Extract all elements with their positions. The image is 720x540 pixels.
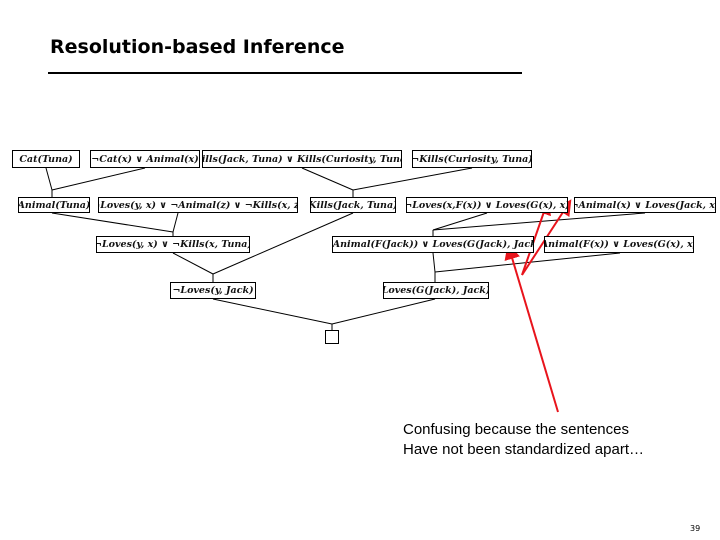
slide-title: Resolution-based Inference bbox=[50, 36, 345, 58]
edge bbox=[51, 167, 146, 191]
clause-not-animal-fjack-or-loves-gjack: ¬Animal(F(Jack)) ∨ Loves(G(Jack), Jack) bbox=[332, 236, 534, 253]
annotation-line-2: Have not been standardized apart… bbox=[403, 441, 644, 458]
edge bbox=[432, 212, 646, 231]
edge bbox=[432, 212, 488, 231]
edge bbox=[172, 212, 179, 233]
edge bbox=[352, 167, 473, 191]
clause-not-loves-or-not-kills-tuna: ¬Loves(y, x) ∨ ¬Kills(x, Tuna) bbox=[96, 236, 250, 253]
clause-kills-jack-or-curiosity: Kills(Jack, Tuna) ∨ Kills(Curiosity, Tun… bbox=[202, 150, 402, 168]
edge bbox=[432, 252, 436, 273]
edge bbox=[331, 298, 436, 325]
clause-not-loves-y-jack: ¬Loves(y, Jack) bbox=[170, 282, 256, 299]
clause-cat-tuna: Cat(Tuna) bbox=[12, 150, 80, 168]
edge bbox=[212, 212, 354, 275]
edge bbox=[301, 167, 354, 191]
edge bbox=[51, 212, 174, 233]
annotation-note: Confusing because the sentences Have not… bbox=[403, 420, 644, 460]
clause-not-kills-curiosity: ¬Kills(Curiosity, Tuna) bbox=[412, 150, 532, 168]
edge bbox=[212, 298, 333, 325]
empty-clause-box bbox=[325, 330, 339, 344]
clause-loves-gjack-jack: Loves(G(Jack), Jack) bbox=[383, 282, 489, 299]
clause-not-cat-or-animal: ¬Cat(x) ∨ Animal(x) bbox=[90, 150, 200, 168]
title-underline bbox=[48, 72, 522, 74]
clause-animal-fx-or-loves-gx: Animal(F(x)) ∨ Loves(G(x), x) bbox=[544, 236, 694, 253]
clause-animal-tuna: Animal(Tuna) bbox=[18, 197, 90, 213]
clause-kills-jack-tuna: Kills(Jack, Tuna) bbox=[310, 197, 396, 213]
red-arrow-to-tree-node bbox=[504, 243, 559, 413]
edge bbox=[172, 252, 214, 275]
edge bbox=[45, 167, 53, 191]
clause-not-loves-f-or-loves-g: ¬Loves(x,F(x)) ∨ Loves(G(x), x) bbox=[406, 197, 568, 213]
red-arrow-to-loves-clause bbox=[521, 198, 551, 276]
clause-not-animal-or-loves-jack: ¬Animal(x) ∨ Loves(Jack, x) bbox=[574, 197, 716, 213]
edge bbox=[434, 252, 621, 273]
clause-not-loves-not-animal-not-kills: ¬Loves(y, x) ∨ ¬Animal(z) ∨ ¬Kills(x, z) bbox=[98, 197, 298, 213]
slide-number: 39 bbox=[690, 524, 701, 533]
annotation-line-1: Confusing because the sentences bbox=[403, 421, 629, 438]
